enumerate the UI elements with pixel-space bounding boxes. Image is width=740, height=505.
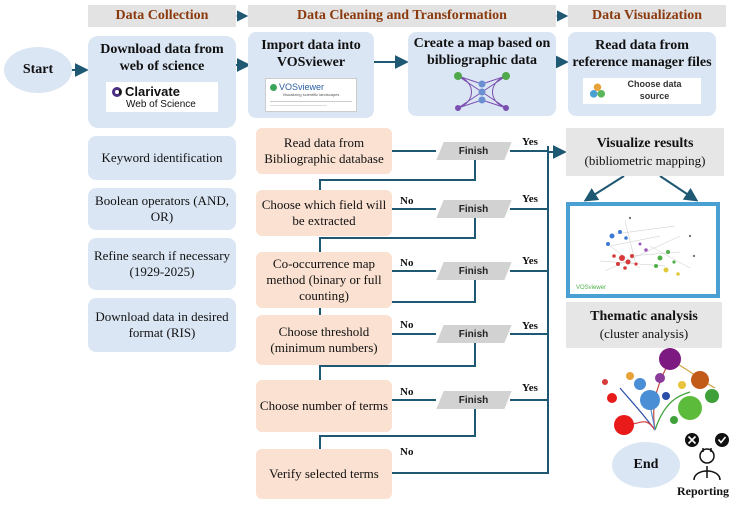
keyword-identification-box: Keyword identification [88, 136, 236, 180]
step-choose-field: Choose which field will be extracted [256, 190, 392, 236]
step-read-bibliographic: Read data from Bibliographic database [256, 128, 392, 174]
header-data-cleaning: Data Cleaning and Transformation [248, 5, 556, 27]
clarivate-sub: Web of Science [126, 98, 196, 110]
import-label: Import data into VOSviewer [261, 38, 361, 70]
create-map-box: Create a map based on bibliographic data [408, 32, 556, 116]
choose-data-source-label: Choose data source [627, 79, 682, 101]
network-map-image [599, 216, 696, 276]
clarivate-logo: Clarivate Web of Science [106, 81, 218, 112]
refine-search-box: Refine search if necessary (1929-2025) [88, 238, 236, 290]
header-data-visualization: Data Visualization [568, 5, 726, 27]
read-data-label: Read data from reference manager files [572, 38, 712, 70]
thematic-analysis-box: Thematic analysis (cluster analysis) [566, 302, 722, 348]
no-label: No [400, 319, 414, 331]
header-data-collection: Data Collection [88, 5, 236, 27]
boolean-operators-box: Boolean operators (AND, OR) [88, 188, 236, 230]
vosviewer-name: VOSviewer [279, 81, 325, 92]
logo-divider [270, 101, 352, 103]
bibliographic-network-icon [454, 71, 510, 111]
yes-label: Yes [522, 255, 538, 267]
yes-label: Yes [522, 136, 538, 148]
step-cooccurrence-method: Co-occurrence map method (binary or full… [256, 252, 392, 308]
vosviewer-logo: VOSviewer Visualizing scientific landsca… [265, 77, 357, 112]
yes-label: Yes [522, 193, 538, 205]
clarivate-brand: Clarivate [125, 83, 180, 99]
create-map-label: Create a map based on bibliographic data [413, 36, 551, 68]
step-choose-threshold: Choose threshold (minimum numbers) [256, 315, 392, 365]
data-source-icon [589, 83, 606, 98]
no-label: No [400, 257, 414, 269]
network-map-frame: VOSviewer [566, 202, 720, 298]
step-number-of-terms: Choose number of terms [256, 380, 392, 432]
start-node: Start [4, 47, 72, 93]
yes-label: Yes [522, 382, 538, 394]
visualize-sub: (bibliometric mapping) [584, 152, 706, 168]
logo-divider [270, 105, 328, 107]
clarivate-mark-icon [112, 86, 122, 97]
thematic-title: Thematic analysis [590, 309, 698, 325]
step-verify-terms: Verify selected terms [256, 449, 392, 499]
yes-label: Yes [522, 320, 538, 332]
visualize-results-box: Visualize results (bibliometric mapping) [566, 128, 724, 176]
import-vosviewer-box: Import data into VOSviewer VOSviewer Vis… [248, 32, 374, 118]
download-format-box: Download data in desired format (RIS) [88, 298, 236, 352]
vosviewer-mark-icon [270, 83, 277, 91]
vosviewer-tagline: Visualizing scientific landscapes [282, 91, 340, 97]
no-label: No [400, 195, 414, 207]
thematic-sub: (cluster analysis) [599, 325, 689, 341]
no-label: No [400, 386, 414, 398]
read-data-box: Read data from reference manager files C… [568, 32, 716, 116]
choose-data-source-button[interactable]: Choose data source [583, 77, 701, 104]
no-label: No [400, 446, 414, 458]
network-caption: VOSviewer [576, 285, 607, 291]
reporting-label: Reporting [677, 484, 729, 498]
download-data-box: Download data from web of science Clariv… [88, 36, 236, 128]
download-data-label: Download data from web of science [100, 42, 224, 74]
visualize-title: Visualize results [596, 136, 694, 152]
end-node: End [612, 442, 680, 488]
